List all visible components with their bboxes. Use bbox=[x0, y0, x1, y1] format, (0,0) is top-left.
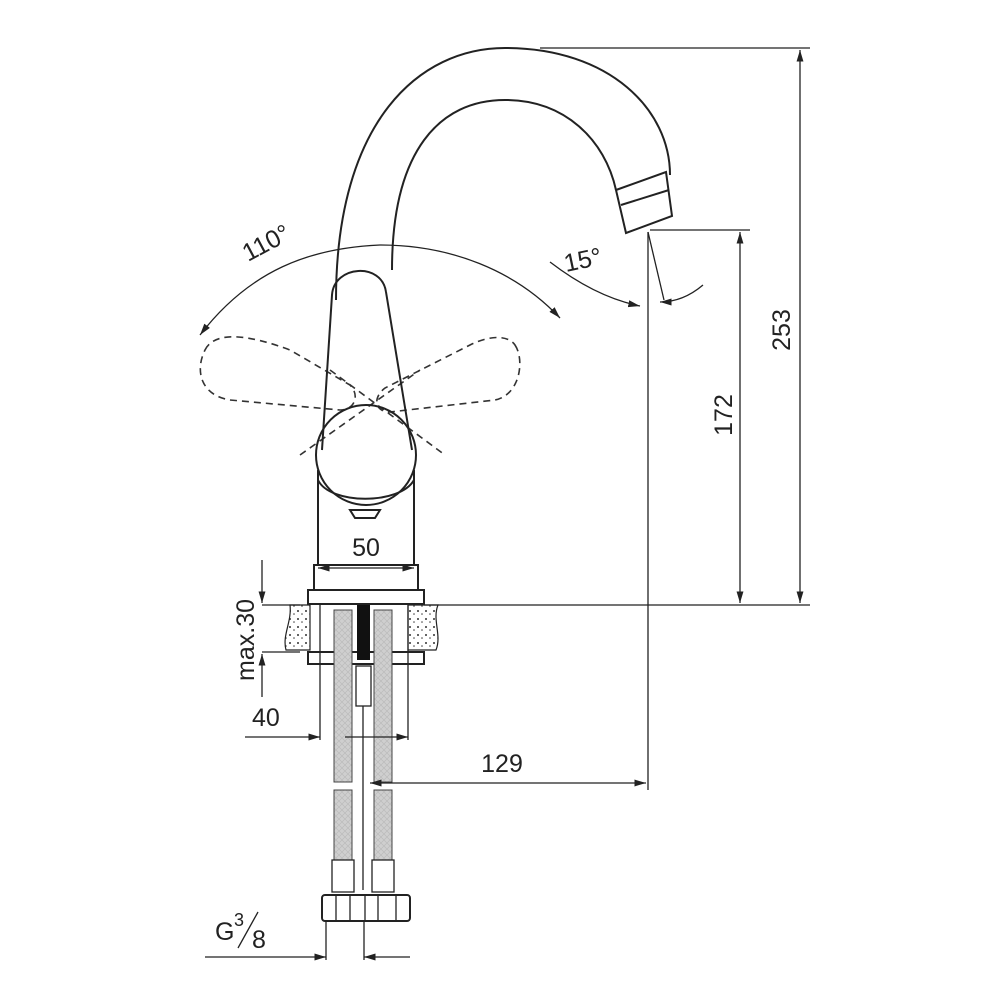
dimension-total-height: 253 bbox=[424, 47, 810, 606]
spout-nozzle bbox=[614, 170, 674, 235]
dim-15-label: 15° bbox=[561, 243, 604, 278]
dim-50-label: 50 bbox=[352, 534, 380, 562]
faucet-body bbox=[307, 269, 425, 605]
dimension-max-countertop: max.30 bbox=[232, 560, 300, 697]
thread-g-label: G bbox=[215, 918, 234, 946]
dimension-lever-angle: 110° bbox=[199, 219, 561, 336]
thread-fraction-bar bbox=[237, 911, 259, 949]
dimension-spout-height: 172 bbox=[647, 229, 750, 790]
dim-max30-label: max.30 bbox=[232, 599, 260, 681]
dim-253-label: 253 bbox=[768, 309, 796, 351]
dimension-shank-width: 40 bbox=[245, 704, 408, 741]
dim-129-label: 129 bbox=[481, 750, 523, 778]
lever-rotation-ghosts bbox=[199, 336, 521, 456]
spout bbox=[335, 46, 674, 301]
supply-hoses bbox=[321, 605, 411, 922]
dimension-spout-angle: 15° bbox=[549, 231, 704, 308]
dim-40-label: 40 bbox=[252, 704, 280, 732]
dimension-reach: 129 bbox=[370, 750, 646, 787]
thread-num-label: 3 bbox=[234, 910, 244, 930]
dim-172-label: 172 bbox=[710, 394, 738, 436]
dim-110-label: 110° bbox=[238, 219, 295, 267]
dimension-base-width: 50 bbox=[318, 534, 414, 572]
thread-den-label: 8 bbox=[252, 926, 266, 954]
countertop-section bbox=[284, 604, 439, 740]
dimension-connection-thread: G 3 8 bbox=[205, 910, 410, 961]
